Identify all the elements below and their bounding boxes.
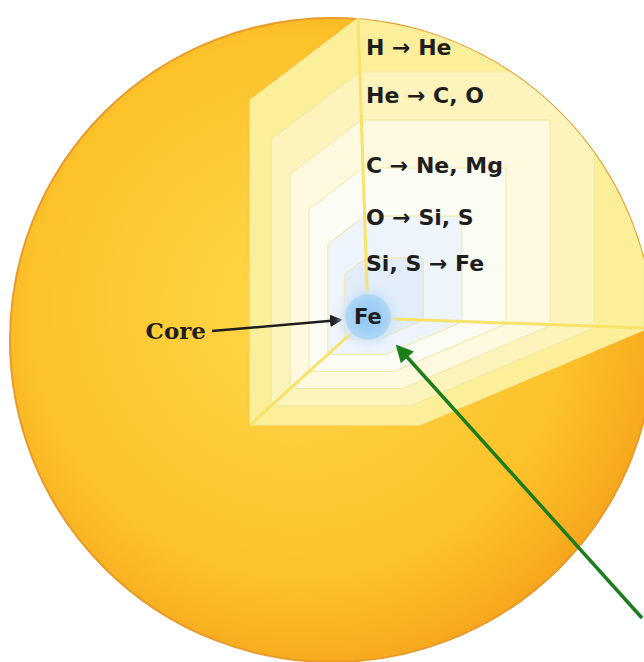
fusion-reaction-label: C → Ne, Mg (366, 154, 503, 178)
core-label: Core (146, 318, 206, 343)
fusion-reaction-label: O → Si, S (366, 206, 474, 230)
core-leader (212, 320, 340, 331)
shell-layer (250, 18, 644, 425)
shell-layer (309, 168, 506, 372)
fusion-reaction-label: He → C, O (366, 84, 484, 108)
shell-layer (328, 216, 462, 354)
cut-edges (250, 18, 644, 425)
iron-core: Fe (345, 294, 392, 341)
fusion-reaction-label: H → He (366, 36, 452, 60)
shell-layer (290, 120, 550, 389)
pointer-arrow (398, 347, 642, 618)
core-element: Fe (354, 305, 382, 329)
shell-layer (271, 72, 594, 406)
cutaway-layers (250, 18, 644, 425)
star-sphere (10, 18, 644, 662)
fusion-reaction-label: Si, S → Fe (366, 252, 484, 276)
